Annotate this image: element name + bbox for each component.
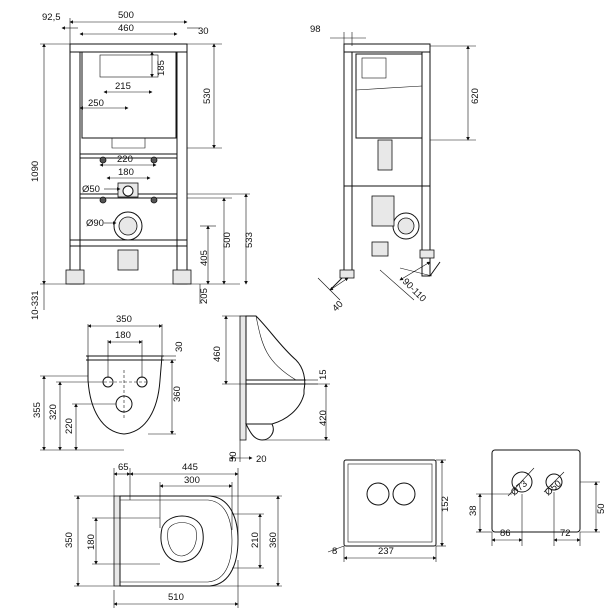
- plate-dim-152: 152: [440, 496, 451, 512]
- dim-220: 220: [117, 154, 133, 165]
- dim-30-top: 30: [198, 26, 209, 37]
- bowl-dim-350: 350: [116, 314, 132, 325]
- dim-205: 205: [199, 288, 210, 304]
- bowl-top-view: 65 445 300 350 180 210 360 510: [64, 462, 282, 608]
- top-dim-180: 180: [86, 534, 97, 550]
- bowl-front-view: 350 180 30 360 355 320 220: [32, 314, 185, 451]
- dim-620: 620: [470, 88, 481, 104]
- dim-92-5: 92,5: [42, 12, 61, 23]
- plate-dim-8: 8: [332, 546, 337, 557]
- detail-dim-86: 86: [500, 528, 511, 539]
- top-dim-65: 65: [118, 462, 129, 473]
- dim-250: 250: [88, 98, 104, 109]
- dim-10-331: 10-331: [30, 290, 41, 320]
- top-dim-445: 445: [182, 462, 198, 473]
- dim-500: 500: [118, 10, 134, 21]
- bowl-dim-355: 355: [32, 402, 43, 418]
- frame-side-view: 98 620 40 90-110: [310, 24, 481, 314]
- dim-dia50-frame: Ø50: [82, 184, 100, 195]
- detail-dim-50: 50: [596, 503, 607, 514]
- side-dim-50: 50: [228, 451, 239, 462]
- bowl-dim-220: 220: [64, 418, 75, 434]
- top-dim-210: 210: [250, 532, 261, 548]
- dim-dia90: Ø90: [86, 218, 104, 229]
- bowl-dim-30: 30: [174, 341, 185, 352]
- side-dim-15: 15: [318, 369, 329, 380]
- dim-180-frame: 180: [118, 167, 134, 178]
- dim-533: 533: [244, 232, 255, 248]
- frame-front-view: 92,5 500 460 30 185 215 250 530 1090 220…: [30, 10, 255, 320]
- top-dim-350: 350: [64, 532, 75, 548]
- detail-dim-38: 38: [468, 505, 479, 516]
- flush-plate-detail: Ø73 Ø50 38 50 86 72: [468, 449, 607, 546]
- dim-460: 460: [118, 23, 134, 34]
- detail-dim-72: 72: [560, 528, 571, 539]
- bowl-dim-360: 360: [172, 386, 183, 402]
- bowl-side-view: 460 15 420 50 20: [212, 315, 330, 465]
- dim-40: 40: [330, 299, 345, 314]
- dim-405: 405: [199, 250, 210, 266]
- flush-plate-front: 152 237 8: [327, 459, 451, 562]
- top-dim-360: 360: [268, 532, 279, 548]
- dim-98: 98: [310, 24, 321, 35]
- top-dim-300: 300: [184, 475, 200, 486]
- dim-530: 530: [202, 88, 213, 104]
- dim-500-height: 500: [222, 232, 233, 248]
- bowl-dim-180: 180: [115, 330, 131, 341]
- dim-90-110: 90-110: [400, 276, 428, 304]
- dim-1090: 1090: [30, 161, 41, 182]
- top-dim-510: 510: [168, 592, 184, 603]
- side-dim-460: 460: [212, 346, 223, 362]
- dim-185: 185: [156, 60, 167, 76]
- dim-215: 215: [115, 81, 131, 92]
- side-dim-20: 20: [256, 454, 267, 465]
- side-dim-420: 420: [318, 410, 329, 426]
- plate-dim-237: 237: [378, 546, 394, 557]
- bowl-dim-320: 320: [48, 404, 59, 420]
